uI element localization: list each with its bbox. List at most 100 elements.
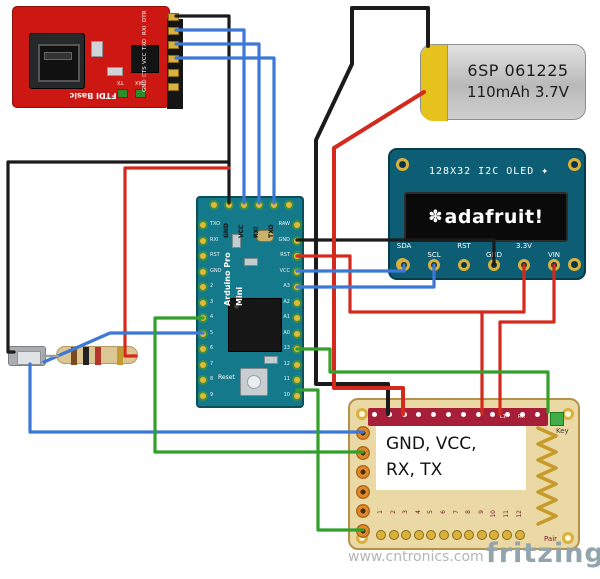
wire-blue bbox=[295, 263, 436, 289]
arduino-left-pin-label: 8 bbox=[210, 376, 214, 382]
arduino-left-pin-label: RST bbox=[210, 252, 220, 258]
module-pin-hole bbox=[460, 412, 466, 417]
resistor-band-brown bbox=[71, 347, 77, 365]
resistor-band-gold bbox=[117, 347, 123, 365]
adafruit-flower-icon: ✽ bbox=[428, 207, 443, 227]
annotation-line1: GND, VCC, bbox=[386, 434, 477, 454]
usb-contact-slot bbox=[44, 52, 72, 60]
battery-stripe bbox=[421, 45, 448, 121]
module-l1-label: L1 bbox=[500, 414, 506, 420]
capacitor bbox=[91, 41, 103, 57]
arduino-left-pin-label: 6 bbox=[210, 345, 214, 351]
module-pin-hole bbox=[534, 412, 540, 417]
arduino-right-pin bbox=[292, 298, 302, 308]
oled-pin-label: SCL bbox=[427, 251, 441, 259]
arduino-right-pin bbox=[292, 220, 302, 230]
module-castellation bbox=[489, 530, 500, 540]
key-label: Key bbox=[556, 427, 569, 435]
arduino-left-pin bbox=[198, 220, 208, 230]
reset-label: Reset bbox=[218, 374, 235, 381]
battery-model: 6SP 061225 bbox=[467, 61, 569, 80]
mounting-hole bbox=[568, 258, 581, 271]
module-castellation bbox=[401, 530, 412, 540]
watermark-site: www.cntronics.com bbox=[348, 549, 484, 565]
arduino-prog-pin bbox=[284, 200, 294, 210]
module-rx-label: RX bbox=[518, 414, 525, 420]
wire-black bbox=[174, 14, 231, 205]
arduino-right-pin-label: A2 bbox=[283, 299, 290, 305]
usb-port-opening bbox=[38, 44, 80, 82]
wire-blue bbox=[295, 263, 406, 273]
arduino-left-pin bbox=[198, 344, 208, 354]
wire-red bbox=[123, 166, 231, 358]
wire-blue bbox=[42, 331, 205, 364]
reset-button-cap bbox=[247, 375, 261, 389]
wire-green bbox=[295, 347, 550, 414]
star-icon: ✦ bbox=[541, 164, 549, 177]
module-castellation bbox=[426, 530, 437, 540]
chip-pin1-dot bbox=[234, 304, 239, 309]
wire-black bbox=[6, 160, 231, 354]
fritzing-logo: fritzing bbox=[486, 538, 600, 569]
arduino-right-pin-label: VCC bbox=[279, 268, 290, 274]
mounting-hole bbox=[356, 408, 368, 420]
arduino-left-pin bbox=[198, 267, 208, 277]
oled-title-text: 128X32 I2C OLED bbox=[429, 166, 535, 177]
arduino-right-pin-label: 11 bbox=[283, 376, 290, 382]
ftdi-pin bbox=[168, 83, 179, 91]
arduino-left-pin-label: GND bbox=[210, 268, 222, 274]
mounting-hole bbox=[568, 158, 581, 171]
lipo-battery: 6SP 061225 110mAh 3.7V bbox=[420, 44, 586, 121]
arduino-right-pin-label: 10 bbox=[283, 392, 290, 398]
oled-pin-label: RST bbox=[457, 242, 471, 250]
arduino-pro-mini-board: Mini Arduino Pro Reset bbox=[196, 196, 304, 408]
arduino-right-pin-label: GND bbox=[278, 237, 290, 243]
annotation-overlay: GND, VCC, RX, TX bbox=[376, 426, 526, 490]
battery-text: 6SP 061225 110mAh 3.7V bbox=[453, 61, 583, 101]
module-castellation bbox=[476, 530, 487, 540]
module-castellation bbox=[413, 530, 424, 540]
wire-black bbox=[295, 238, 496, 266]
arduino-left-pin bbox=[198, 282, 208, 292]
resistor-smd bbox=[264, 356, 278, 364]
arduino-right-pin-label: 13 bbox=[283, 345, 290, 351]
module-pad bbox=[356, 484, 370, 499]
mounting-hole bbox=[562, 532, 574, 544]
arduino-left-pin-label: 9 bbox=[210, 392, 214, 398]
module-pad bbox=[356, 504, 370, 518]
oled-title: 128X32 I2C OLED ✦ bbox=[400, 164, 578, 177]
module-pin-hole bbox=[475, 412, 481, 417]
arduino-left-pin bbox=[198, 236, 208, 246]
crystal bbox=[256, 230, 274, 242]
tx-led bbox=[117, 89, 128, 98]
module-castellation bbox=[388, 530, 399, 540]
oled-pin-label: SDA bbox=[396, 242, 412, 250]
arduino-right-pin bbox=[292, 391, 302, 401]
arduino-right-pin-label: 12 bbox=[283, 361, 290, 367]
module-castellation bbox=[464, 530, 475, 540]
wire-black bbox=[314, 6, 430, 416]
wire-green bbox=[153, 316, 365, 454]
resistor-band-black bbox=[83, 347, 89, 365]
arduino-prog-pin bbox=[209, 200, 219, 210]
module-castellation bbox=[502, 530, 512, 540]
ftdi-ic-chip bbox=[131, 45, 159, 73]
ftdi-pin bbox=[168, 69, 179, 77]
arduino-left-pin-label: 3 bbox=[210, 299, 214, 305]
wire-red bbox=[295, 254, 484, 314]
pair-label: Pair bbox=[544, 535, 558, 543]
arduino-right-pin-label: A1 bbox=[283, 314, 290, 320]
arduino-left-pin bbox=[198, 251, 208, 261]
ftdi-basic-board: FTDI Basic TX RX bbox=[12, 6, 183, 109]
status-led bbox=[550, 412, 564, 426]
oled-screen-text: adafruit! bbox=[444, 206, 544, 228]
capacitor bbox=[232, 234, 241, 248]
module-pin-hole bbox=[431, 412, 437, 417]
arduino-left-pin bbox=[198, 360, 208, 370]
pushbutton-switch bbox=[8, 346, 46, 366]
resistor-smd bbox=[107, 67, 123, 76]
wire-blue bbox=[174, 56, 276, 205]
wire-blue bbox=[28, 362, 365, 434]
